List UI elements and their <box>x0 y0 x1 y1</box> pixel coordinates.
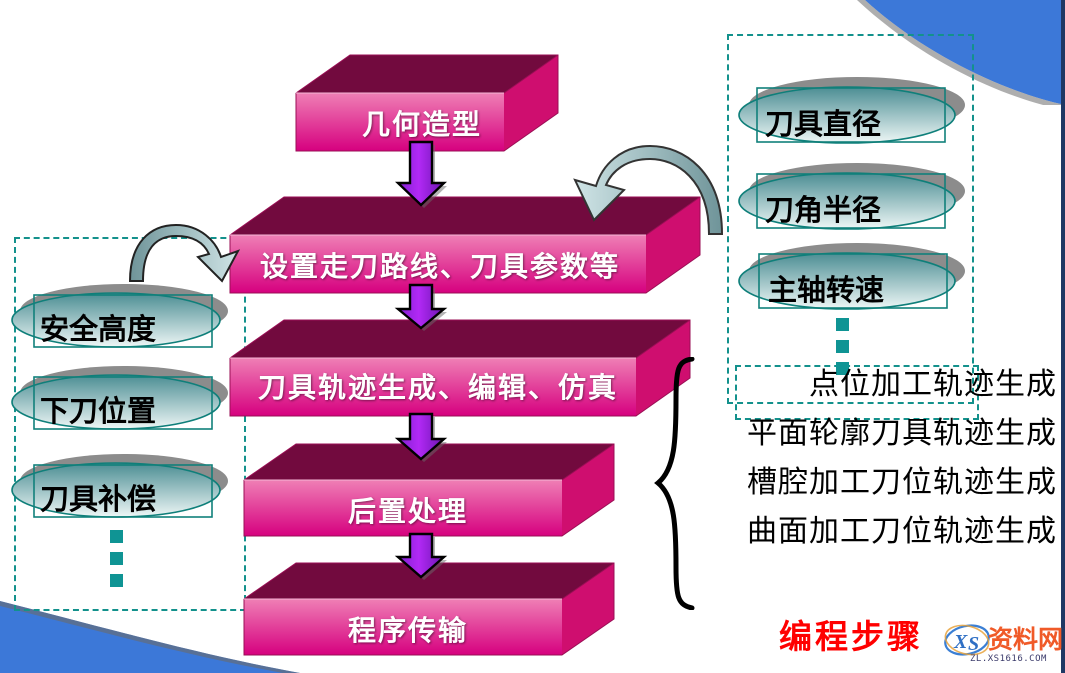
dot <box>110 552 123 565</box>
ellipse-plunge-position[interactable]: 下刀位置 <box>8 360 230 434</box>
box-label: 几何造型 <box>362 110 483 141</box>
box-set-toolpath-params[interactable]: 设置走刀路线、刀具参数等 <box>229 196 701 294</box>
ellipse-label: 刀具直径 <box>765 109 882 141</box>
curved-arrow-left-to-box2 <box>128 223 241 283</box>
dot <box>110 574 123 587</box>
box-program-transfer[interactable]: 程序传输 <box>243 562 615 656</box>
dot <box>836 318 849 331</box>
placeholder-left-group <box>14 237 246 611</box>
ellipse-tool-compensation[interactable]: 刀具补偿 <box>8 448 230 522</box>
trajectory-line: 点位加工轨迹生成 <box>809 368 1057 401</box>
ellipse-corner-radius[interactable]: 刀角半径 <box>735 158 967 234</box>
ellipsis-dots-right <box>836 318 849 375</box>
box-label: 设置走刀路线、刀具参数等 <box>260 252 621 283</box>
box-toolpath-generate-edit-simulate[interactable]: 刀具轨迹生成、编辑、仿真 <box>229 319 691 417</box>
ellipse-tool-diameter[interactable]: 刀具直径 <box>735 72 967 148</box>
arrow-down-3 <box>394 412 448 462</box>
watermark-brand: 资料网 <box>988 626 1064 654</box>
curly-brace <box>654 357 695 610</box>
ellipse-label: 安全高度 <box>40 314 157 346</box>
dot <box>836 340 849 353</box>
box-label: 后置处理 <box>348 497 469 528</box>
trajectory-line: 平面轮廓刀具轨迹生成 <box>747 417 1057 450</box>
ellipse-label: 刀角半径 <box>765 195 882 227</box>
ellipse-label: 刀具补偿 <box>40 484 157 516</box>
box-label: 刀具轨迹生成、编辑、仿真 <box>258 373 619 404</box>
page-title: 编程步骤 <box>779 620 923 656</box>
ellipse-spindle-speed[interactable]: 主轴转速 <box>735 238 967 314</box>
watermark-url: ZL.XS1616.COM <box>970 654 1047 664</box>
trajectory-line: 曲面加工刀位轨迹生成 <box>747 515 1057 548</box>
arrow-down-1 <box>395 140 447 208</box>
xs-logo-icon: X S <box>944 624 990 656</box>
curved-arrow-right-to-box2 <box>573 144 724 235</box>
trajectory-line: 槽腔加工刀位轨迹生成 <box>747 466 1057 499</box>
ellipsis-dots-left <box>110 530 123 587</box>
box-label: 程序传输 <box>348 616 469 647</box>
dot <box>110 530 123 543</box>
right-edge-line <box>1061 0 1065 673</box>
placeholder-right-group <box>727 34 974 404</box>
dot <box>836 362 849 375</box>
ellipse-label: 主轴转速 <box>768 275 885 307</box>
trajectory-list: 点位加工轨迹生成 平面轮廓刀具轨迹生成 槽腔加工刀位轨迹生成 曲面加工刀位轨迹生… <box>678 360 1063 556</box>
placeholder-trajectory-line <box>735 365 979 420</box>
ellipse-label: 下刀位置 <box>40 396 157 428</box>
ellipse-safety-height[interactable]: 安全高度 <box>8 278 230 352</box>
svg-text:X: X <box>953 631 968 653</box>
box-geometry-modeling[interactable]: 几何造型 <box>295 54 559 152</box>
watermark-logo: X S 资料网 ZL.XS1616.COM <box>944 618 1064 670</box>
box-post-processing[interactable]: 后置处理 <box>243 443 615 537</box>
arrow-down-2 <box>394 283 448 331</box>
svg-text:S: S <box>968 633 979 655</box>
arrow-down-4 <box>394 532 448 580</box>
